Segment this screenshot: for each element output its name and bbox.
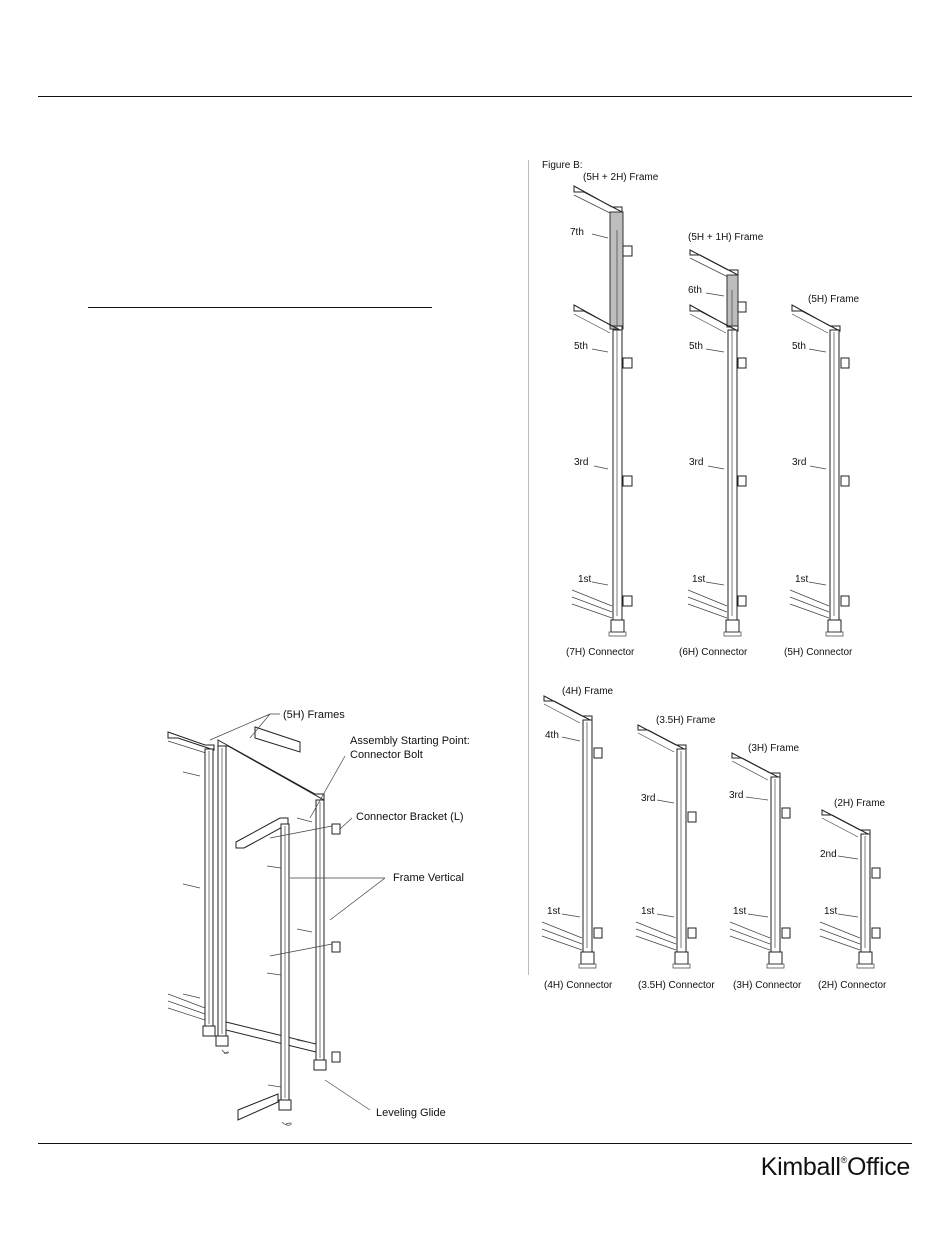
bolt-3-5h-3rd: 3rd: [641, 793, 656, 804]
connector-label-5h: (5H) Connector: [784, 647, 853, 658]
bolt-6h-3rd: 3rd: [689, 457, 704, 468]
bolt-7h-5th: 5th: [574, 341, 588, 352]
frame-label-2h: (2H) Frame: [834, 798, 886, 809]
connector-2h-drawing: [819, 809, 881, 969]
bolt-7h-7th: 7th: [570, 227, 584, 238]
bolt-6h-6th: 6th: [688, 285, 702, 296]
frame-label-3h: (3H) Frame: [748, 743, 800, 754]
connector-label-3h: (3H) Connector: [733, 980, 802, 991]
assembly-drawing: [167, 713, 386, 1126]
frame-label-3-5h: (3.5H) Frame: [656, 715, 716, 726]
callout-leveling-glide: Leveling Glide: [376, 1107, 446, 1119]
connector-label-6h: (6H) Connector: [679, 647, 748, 658]
bolt-6h-5th: 5th: [689, 341, 703, 352]
figure-b-divider: [528, 160, 529, 975]
frame-label-4h: (4H) Frame: [562, 686, 614, 697]
connector-5h-drawing: [789, 304, 850, 637]
bolt-5h-1st: 1st: [795, 574, 809, 585]
connector-label-4h: (4H) Connector: [544, 980, 613, 991]
connector-7h-drawing: [571, 185, 633, 637]
callout-frames: (5H) Frames: [283, 709, 345, 721]
bolt-6h-1st: 1st: [692, 574, 706, 585]
bolt-2h-1st: 1st: [824, 906, 838, 917]
header-rule: [38, 96, 912, 97]
footer-rule: [38, 1143, 912, 1144]
frame-label-5h: (5H) Frame: [808, 294, 860, 305]
connector-6h-drawing: [687, 249, 747, 637]
connector-label-7h: (7H) Connector: [566, 647, 635, 658]
connector-4h-drawing: [541, 695, 603, 969]
callout-frame-vertical: Frame Vertical: [393, 872, 464, 884]
bolt-7h-1st: 1st: [578, 574, 592, 585]
connector-label-3-5h: (3.5H) Connector: [638, 980, 715, 991]
connector-label-2h: (2H) Connector: [818, 980, 887, 991]
callout-start-point-2: Connector Bolt: [350, 749, 423, 761]
bolt-3-5h-1st: 1st: [641, 906, 655, 917]
bolt-2h-2nd: 2nd: [820, 849, 837, 860]
connector-3h-drawing: [729, 752, 791, 969]
bolt-4h-4th: 4th: [545, 730, 559, 741]
figure-b-title: Figure B:: [542, 160, 583, 171]
bolt-5h-5th: 5th: [792, 341, 806, 352]
kimball-office-logo: Kimball®Office: [760, 1153, 911, 1181]
bolt-4h-1st: 1st: [547, 906, 561, 917]
frame-label-6h: (5H + 1H) Frame: [688, 232, 764, 243]
section-underline: [88, 307, 432, 308]
bolt-5h-3rd: 3rd: [792, 457, 807, 468]
bolt-3h-1st: 1st: [733, 906, 747, 917]
frame-label-7h: (5H + 2H) Frame: [583, 172, 659, 183]
bolt-3h-3rd: 3rd: [729, 790, 744, 801]
bolt-7h-3rd: 3rd: [574, 457, 589, 468]
callout-start-point-1: Assembly Starting Point:: [350, 735, 470, 747]
connector-3-5h-drawing: [635, 724, 697, 969]
callout-bracket: Connector Bracket (L): [356, 811, 464, 823]
